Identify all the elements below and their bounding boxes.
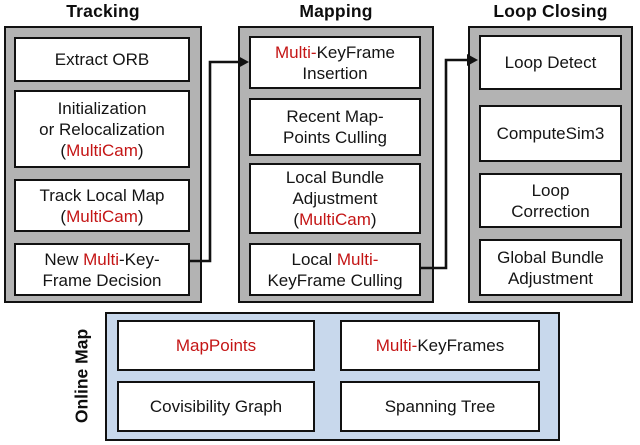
box-recent-mappoints-culling: Recent Map-Points Culling bbox=[249, 98, 421, 156]
box-covisibility-graph: Covisibility Graph bbox=[117, 381, 315, 432]
mapping-column-title: Mapping bbox=[299, 1, 373, 21]
box-track-local-map: Track Local Map(MultiCam) bbox=[14, 179, 190, 232]
box-mappoints: MapPoints bbox=[117, 320, 315, 371]
box-label: Recent Map-Points Culling bbox=[283, 107, 387, 147]
box-spanning-tree: Spanning Tree bbox=[340, 381, 540, 432]
box-label: Spanning Tree bbox=[384, 397, 496, 416]
box-label: Multi-KeyFrames bbox=[375, 336, 505, 355]
loop-closing-column-title: Loop Closing bbox=[493, 1, 608, 21]
box-local-multi-keyframe-culling: Local Multi-KeyFrame Culling bbox=[249, 243, 421, 296]
box-label: New Multi-Key-Frame Decision bbox=[42, 249, 162, 290]
online-map-label: Online Map bbox=[71, 328, 92, 424]
box-new-multi-keyframe-decision: New Multi-Key-Frame Decision bbox=[14, 243, 190, 296]
tracking-column-title: Tracking bbox=[66, 1, 140, 21]
box-compute-sim3: ComputeSim3 bbox=[479, 105, 622, 162]
box-label: Loop Detect bbox=[504, 53, 597, 72]
box-label: Track Local Map(MultiCam) bbox=[39, 185, 165, 226]
box-multi-keyframes: Multi-KeyFrames bbox=[340, 320, 540, 371]
box-label: Covisibility Graph bbox=[149, 397, 283, 416]
box-label: Extract ORB bbox=[54, 50, 150, 69]
box-label: MapPoints bbox=[175, 336, 257, 355]
box-label: Local Multi-KeyFrame Culling bbox=[267, 249, 403, 290]
box-loop-detect: Loop Detect bbox=[479, 35, 622, 90]
box-extract-orb: Extract ORB bbox=[14, 37, 190, 82]
box-label: ComputeSim3 bbox=[496, 124, 605, 143]
